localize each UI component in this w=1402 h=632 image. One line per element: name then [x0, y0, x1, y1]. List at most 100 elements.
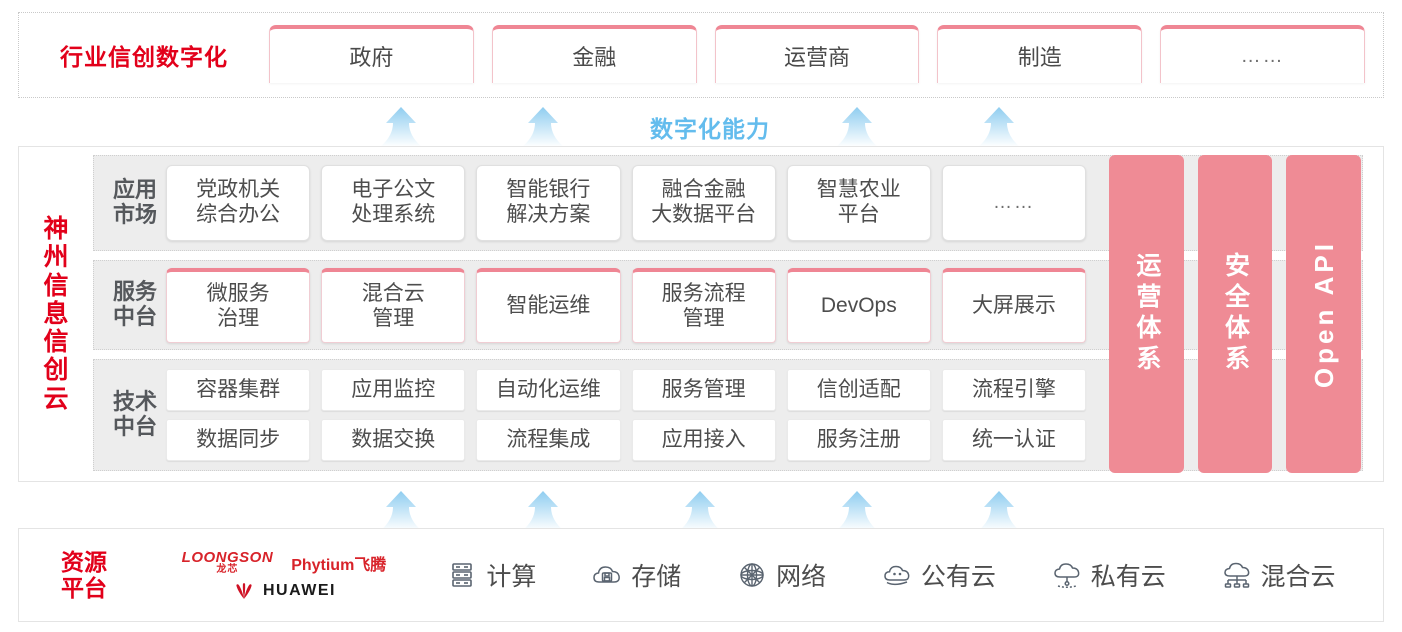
- row-label-line: 中台: [112, 304, 157, 329]
- card-line: 处理系统: [351, 203, 436, 226]
- tech-card-unified-authentication[interactable]: 统一认证: [941, 419, 1087, 461]
- cloud-title-char: 息: [43, 299, 69, 328]
- pillar-label: 运营体系: [1132, 252, 1161, 376]
- resource-item-compute[interactable]: 计算: [446, 557, 536, 593]
- app-card-smart-agriculture[interactable]: 智慧农业 平台: [786, 165, 931, 241]
- app-card-smart-bank[interactable]: 智能银行 解决方案: [476, 165, 621, 241]
- tech-card-container-cluster[interactable]: 容器集群: [166, 369, 311, 411]
- huawei-flower-icon: [232, 582, 256, 600]
- card-line: 解决方案: [506, 203, 591, 226]
- service-card-service-process-management[interactable]: 服务流程 管理: [631, 267, 776, 343]
- vendor-logo-group: LOONGSON 龙芯 Phytium飞腾 HUAWEI: [149, 550, 419, 600]
- app-card-fintech-bigdata[interactable]: 融合金融 大数据平台: [631, 165, 776, 241]
- pillar-label: 安全体系: [1221, 252, 1250, 376]
- row-label-technical-platform: 技术 中台: [104, 390, 166, 439]
- row-label-line: 市场: [112, 202, 157, 227]
- tech-card-data-sync[interactable]: 数据同步: [166, 419, 311, 461]
- application-card-list: 党政机关 综合办公 电子公文 处理系统 智能银行 解决方案 融合金融 大数据平台: [166, 164, 1352, 242]
- capability-arrow-strip: [0, 104, 1402, 148]
- service-card-list: 微服务 治理 混合云 管理 智能运维 服务流程 管理 D: [166, 267, 1352, 343]
- private-cloud-icon: [1051, 559, 1083, 591]
- capability-label: 数字化能力: [650, 116, 770, 142]
- service-card-intelligent-ops[interactable]: 智能运维: [476, 267, 621, 343]
- card-line: 智慧农业: [816, 178, 901, 202]
- card-line: 电子公文: [351, 178, 436, 202]
- card-line: 党政机关: [196, 178, 281, 202]
- tech-card-service-management[interactable]: 服务管理: [631, 369, 776, 411]
- tech-card-automated-ops[interactable]: 自动化运维: [476, 369, 621, 411]
- technical-card-grid: 容器集群 应用监控 自动化运维 服务管理 信创适配 流程引擎 数据同步 数据交换…: [166, 368, 1352, 462]
- resource-title-line: 平台: [61, 575, 107, 601]
- technical-card-row-2: 数据同步 数据交换 流程集成 应用接入 服务注册 统一认证: [166, 419, 1087, 461]
- service-card-devops[interactable]: DevOps: [786, 267, 931, 343]
- resource-item-private-cloud[interactable]: 私有云: [1051, 557, 1166, 593]
- resource-item-label: 存储: [631, 563, 682, 591]
- resource-item-public-cloud[interactable]: 公有云: [881, 557, 996, 593]
- pillar-security-system[interactable]: 安全体系: [1197, 155, 1273, 473]
- huawei-logo: HUAWEI: [232, 582, 336, 600]
- industry-band: 行业信创数字化 政府 金融 运营商 制造 ……: [18, 12, 1384, 98]
- public-cloud-icon: [881, 559, 913, 591]
- app-card-government-office[interactable]: 党政机关 综合办公: [166, 165, 311, 241]
- industry-tab-government[interactable]: 政府: [269, 25, 474, 83]
- technical-card-row-1: 容器集群 应用监控 自动化运维 服务管理 信创适配 流程引擎: [166, 369, 1087, 411]
- server-icon: [446, 559, 478, 591]
- hybrid-cloud-icon: [1221, 559, 1253, 591]
- industry-tab-operator[interactable]: 运营商: [714, 25, 920, 83]
- resource-item-list: 计算 存储: [419, 557, 1383, 593]
- card-line: 微服务: [206, 281, 270, 305]
- up-arrow-icon: [520, 106, 566, 148]
- card-line: DevOps: [820, 294, 897, 318]
- loongson-logo-cn: 龙芯: [216, 564, 239, 575]
- resource-title-line: 资源: [61, 548, 107, 575]
- app-card-more[interactable]: ……: [941, 165, 1087, 241]
- row-label-service-platform: 服务 中台: [104, 280, 166, 329]
- industry-tab-finance[interactable]: 金融: [491, 25, 697, 83]
- pillar-operations-system[interactable]: 运营体系: [1109, 155, 1184, 473]
- loongson-logo-text: LOONGSON: [181, 549, 274, 566]
- app-card-edoc-system[interactable]: 电子公文 处理系统: [321, 165, 466, 241]
- phytium-logo: Phytium飞腾: [291, 556, 387, 574]
- resource-platform-title: 资源 平台: [19, 549, 149, 602]
- tech-card-data-exchange[interactable]: 数据交换: [321, 419, 466, 461]
- resource-item-hybrid-cloud[interactable]: 混合云: [1221, 557, 1336, 593]
- tech-card-process-integration[interactable]: 流程集成: [476, 419, 621, 461]
- up-arrow-icon: [677, 490, 723, 532]
- service-card-microservice-governance[interactable]: 微服务 治理: [166, 267, 311, 343]
- industry-tab-more[interactable]: ……: [1160, 25, 1365, 83]
- up-arrow-icon: [976, 106, 1022, 148]
- tech-card-application-monitoring[interactable]: 应用监控: [321, 369, 466, 411]
- cloud-title-char: 神: [43, 215, 69, 244]
- tech-card-xinchuang-adaptation[interactable]: 信创适配: [786, 369, 931, 411]
- resource-item-label: 混合云: [1260, 563, 1336, 591]
- tech-card-application-access[interactable]: 应用接入: [631, 419, 776, 461]
- card-line: 服务流程: [661, 281, 746, 305]
- pillar-open-api[interactable]: Open API: [1286, 155, 1362, 473]
- industry-tab-list: 政府 金融 运营商 制造 ……: [269, 25, 1383, 85]
- resource-item-network[interactable]: 网络: [736, 557, 826, 593]
- cloud-title-char: 云: [43, 384, 69, 413]
- tech-card-process-engine[interactable]: 流程引擎: [941, 369, 1087, 411]
- cloud-title-char: 信: [43, 271, 69, 300]
- service-card-hybrid-cloud-management[interactable]: 混合云 管理: [321, 267, 466, 343]
- pillar-group: 运营体系 安全体系 Open API: [1109, 155, 1362, 473]
- card-line: ……: [992, 191, 1035, 213]
- card-line: 大屏展示: [971, 294, 1056, 318]
- resource-item-label: 计算: [486, 563, 537, 591]
- pillar-label: Open API: [1308, 239, 1339, 389]
- network-icon: [736, 559, 768, 591]
- industry-tab-manufacturing[interactable]: 制造: [937, 25, 1143, 83]
- resource-item-storage[interactable]: 存储: [591, 557, 681, 593]
- cloud-platform-title: 神 州 信 息 信 创 云: [19, 147, 93, 481]
- up-arrow-icon: [378, 490, 424, 532]
- vendor-logo-row-1: LOONGSON 龙芯 Phytium飞腾: [182, 550, 387, 575]
- card-line: 综合办公: [196, 203, 281, 226]
- card-line: 融合金融: [661, 178, 746, 202]
- card-line: 管理: [372, 306, 415, 330]
- card-line: 管理: [682, 306, 725, 330]
- row-label-line: 技术: [112, 389, 157, 415]
- cloud-rows: 应用 市场 党政机关 综合办公 电子公文 处理系统 智能银行 解决方案: [93, 147, 1383, 481]
- storage-cloud-icon: [591, 559, 623, 591]
- tech-card-service-registry[interactable]: 服务注册: [786, 419, 931, 461]
- service-card-big-screen-display[interactable]: 大屏展示: [941, 267, 1087, 343]
